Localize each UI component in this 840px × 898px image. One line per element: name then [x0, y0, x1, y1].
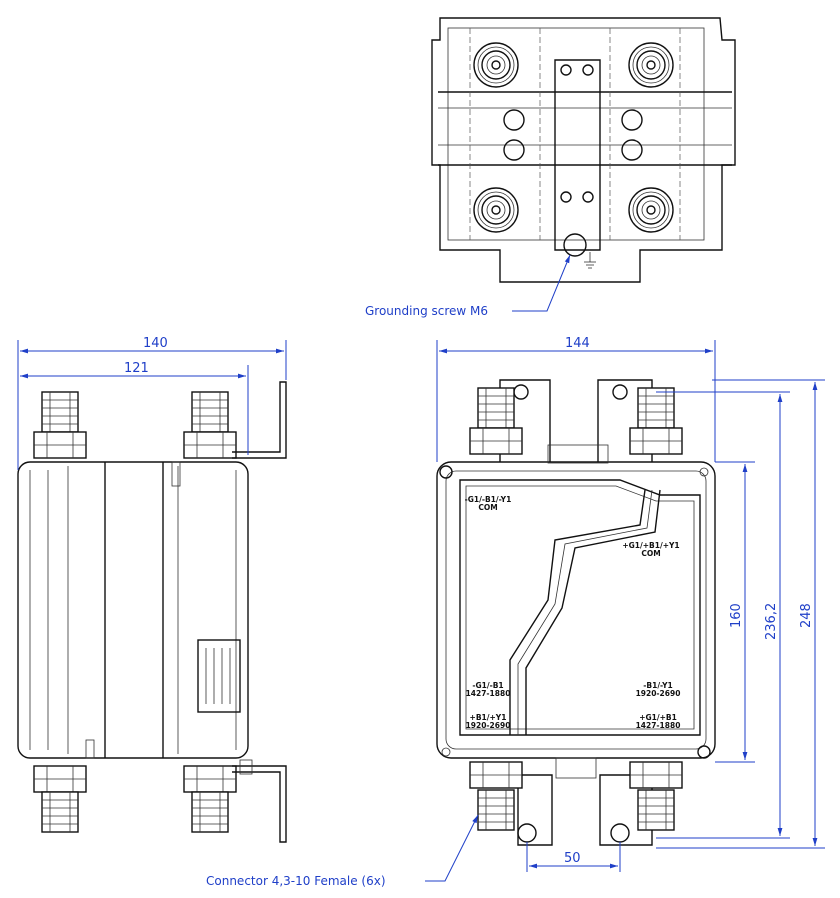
grounding-screw-callout: Grounding screw M6 — [365, 304, 488, 318]
top-view — [431, 17, 736, 283]
port-label-top-left-sub: COM — [478, 503, 497, 512]
side-view — [17, 381, 287, 843]
port-label-bottom-right-sub: 1427-1880 — [636, 721, 681, 730]
port-label-bottom-left-sub: 1920-2690 — [466, 721, 511, 730]
port-label-top-left: -G1/-B1/-Y1 — [465, 495, 512, 504]
product-label — [197, 639, 241, 713]
front-view: -G1/-B1/-Y1 COM +G1/+B1/+Y1 COM -G1/-B1 … — [436, 379, 716, 846]
port-label-mid-left: -G1/-B1 — [472, 681, 503, 690]
port-label-top-right: +G1/+B1/+Y1 — [622, 541, 679, 550]
connector-callout: Connector 4,3-10 Female (6x) — [206, 874, 386, 888]
dimension-height-body: 160 — [729, 603, 744, 628]
housing-side — [17, 461, 249, 759]
dimension-width-overall: 140 — [143, 336, 168, 351]
connector-face-top-left — [473, 42, 519, 88]
dimension-height-overall: 248 — [799, 603, 814, 628]
dimension-width-front: 144 — [565, 336, 590, 351]
port-label-top-right-sub: COM — [641, 549, 660, 558]
connector-face-bottom-left — [473, 187, 519, 233]
port-label-bottom-left: +B1/+Y1 — [470, 713, 507, 722]
port-label-bottom-right: +G1/+B1 — [639, 713, 677, 722]
connector-face-bottom-right — [628, 187, 674, 233]
port-label-mid-right-sub: 1920-2690 — [636, 689, 681, 698]
port-label-mid-left-sub: 1427-1880 — [466, 689, 511, 698]
dimension-width-body: 121 — [124, 361, 149, 376]
ground-symbol-icon — [584, 252, 596, 269]
dimension-height-mid: 236,2 — [764, 603, 779, 640]
grounding-screw — [563, 233, 587, 257]
connector-face-top-right — [628, 42, 674, 88]
port-label-mid-right: -B1/-Y1 — [643, 681, 672, 690]
dimension-bracket-spacing: 50 — [564, 851, 581, 866]
